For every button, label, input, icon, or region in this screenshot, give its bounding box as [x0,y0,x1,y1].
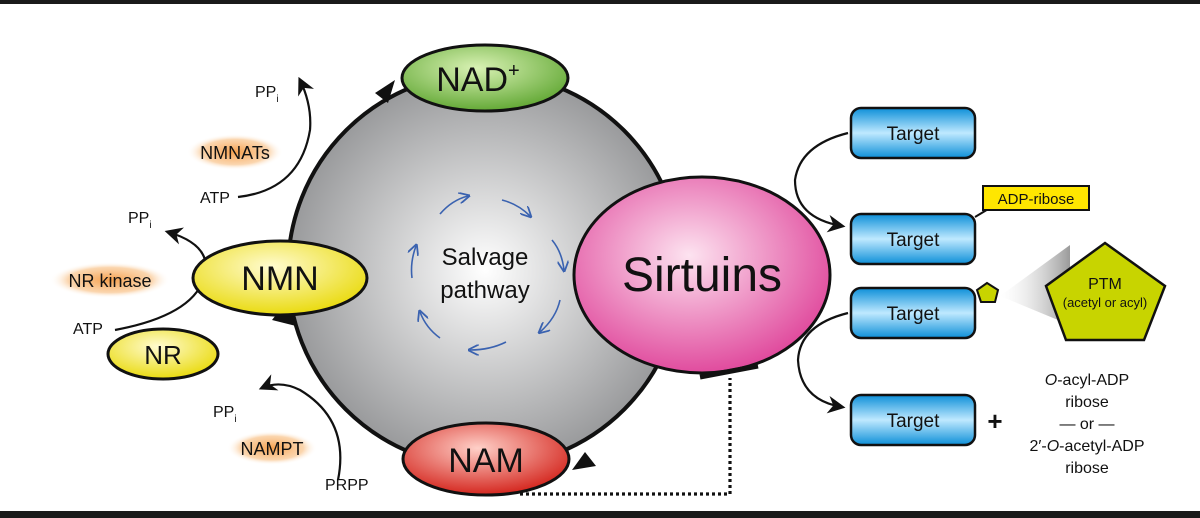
center-label-line2: pathway [440,277,529,304]
target-2-label: Target [887,230,941,251]
cycle-arrowhead-nam [572,452,596,470]
ptm-label-line1: PTM [1088,276,1122,293]
atp-label-top: ATP [200,190,230,207]
product-line3: — or — [1059,416,1114,433]
target-1: Target [849,106,977,160]
node-sirtuins-label: Sirtuins [622,249,782,302]
target-4: Target [849,393,977,447]
product-line4: 2′-O-acetyl-ADP [1029,438,1144,455]
target-4-label: Target [887,411,941,432]
target-arcs [793,131,849,414]
node-nad-label: NAD+ [436,60,519,99]
nam-inhibition [520,363,759,496]
node-nam [401,421,571,497]
ptm-label-line2: (acetyl or acyl) [1063,295,1148,310]
node-nr [106,327,220,381]
top-border [0,0,1200,4]
atp-label-mid: ATP [73,321,103,338]
center-label-line1: Salvage [442,244,529,271]
adp-ribose-label: ADP-ribose [998,191,1075,208]
product-line5: ribose [1065,460,1109,477]
cycle-arrowhead-nad [375,80,395,103]
product-line2: ribose [1065,394,1109,411]
target-1-label: Target [887,124,941,145]
ppi-label-top: PPi [255,84,279,105]
node-nmn [191,239,369,317]
ppi-label-bottom: PPi [213,404,237,425]
node-nr-label: NR [144,340,182,370]
adp-ribose-box [982,185,1090,211]
ppi-label-mid: PPi [128,210,152,231]
node-nam-label: NAM [448,442,524,480]
nmnats-glow [187,134,283,170]
bottom-border [0,511,1200,518]
enzyme-nr-kinase: NR kinase [68,271,151,291]
nr-kinase-glow [50,262,170,298]
enzyme-nampt: NAMPT [241,439,304,459]
target-3: Target [849,286,977,340]
node-nad [400,43,570,113]
target-2: Target [849,212,977,266]
enzyme-nmnats: NMNATs [200,143,270,163]
product-line1: O-acyl-ADP [1045,372,1129,389]
prpp-label: PRPP [325,477,369,494]
plus-sign: + [987,406,1002,436]
salvage-cycle-arrows [412,196,565,350]
target-3-label: Target [887,304,941,325]
node-sirtuins [572,175,832,375]
ptm-pentagon [1044,241,1167,342]
nampt-glow [227,431,317,465]
products-text: O-acyl-ADP ribose — or — 2′-O-acetyl-ADP… [1029,372,1144,477]
node-nmn-label: NMN [241,260,318,298]
ptm-small-pentagon [975,281,1000,303]
